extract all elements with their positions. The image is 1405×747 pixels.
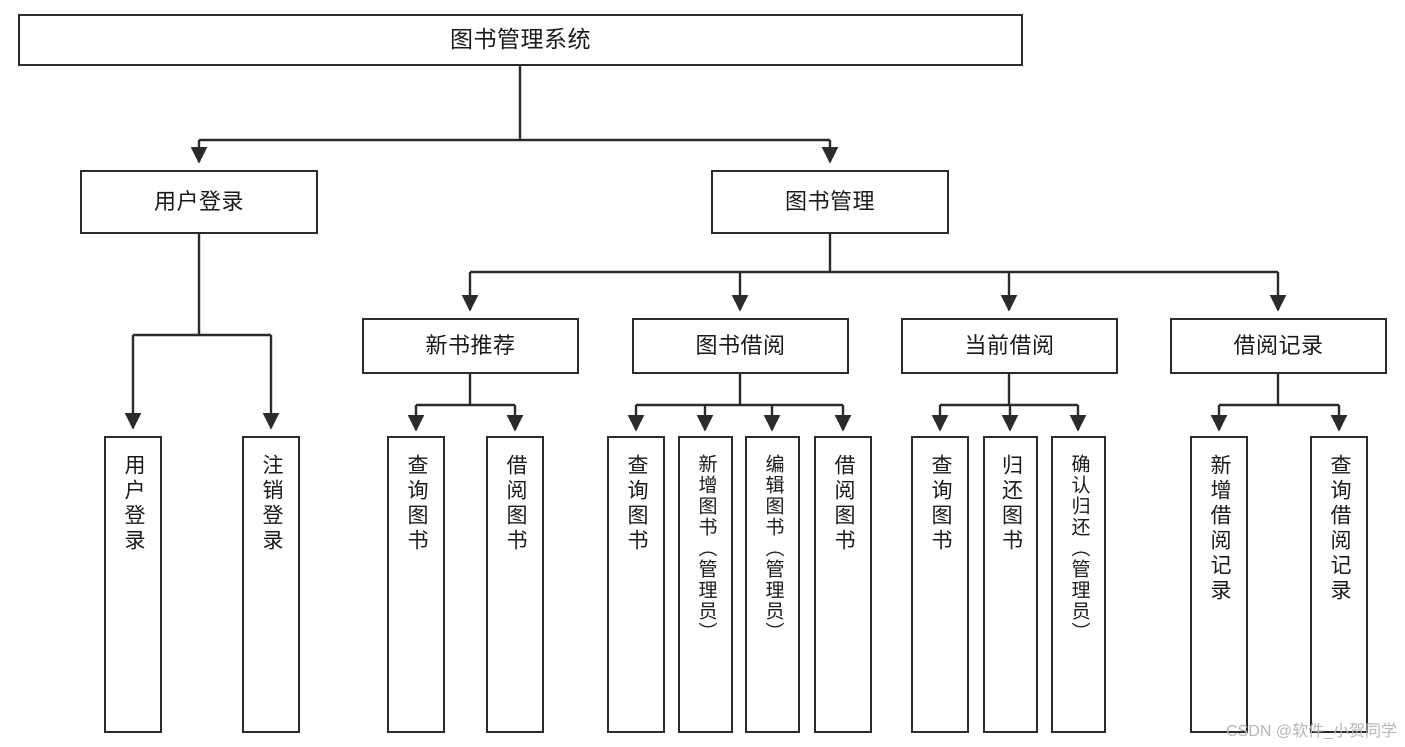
node-leaf-logout-label: 注销登录: [260, 454, 284, 554]
node-current-borrow-label: 当前借阅: [964, 333, 1055, 359]
node-leaf-add-record-label: 新增借阅记录: [1208, 454, 1232, 604]
node-current-borrow[interactable]: 当前借阅: [901, 318, 1118, 374]
node-leaf-query-book-borrow[interactable]: 查询图书: [607, 436, 665, 733]
node-book-manage-label: 图书管理: [784, 189, 875, 215]
node-user-login[interactable]: 用户登录: [80, 170, 318, 234]
node-leaf-borrow-book-rec-label: 借阅图书: [504, 454, 528, 554]
node-leaf-edit-book-label: 编辑图书（管理员）: [762, 454, 784, 643]
watermark-text: CSDN @软件_小贺同学: [1226, 723, 1397, 740]
node-root[interactable]: 图书管理系统: [18, 14, 1023, 66]
node-leaf-query-book-rec-label: 查询图书: [405, 454, 429, 554]
node-leaf-borrow-book-label: 借阅图书: [832, 454, 856, 554]
node-leaf-return-book-label: 归还图书: [999, 454, 1023, 554]
node-leaf-query-book-borrow-label: 查询图书: [625, 454, 649, 554]
node-leaf-query-book-rec[interactable]: 查询图书: [387, 436, 445, 733]
node-leaf-user-login[interactable]: 用户登录: [104, 436, 162, 733]
node-leaf-add-book-label: 新增图书（管理员）: [695, 454, 717, 643]
node-leaf-return-book[interactable]: 归还图书: [983, 436, 1038, 733]
node-leaf-borrow-book-rec[interactable]: 借阅图书: [486, 436, 544, 733]
node-root-label: 图书管理系统: [450, 26, 591, 53]
node-leaf-query-book-cur[interactable]: 查询图书: [911, 436, 969, 733]
node-leaf-query-record[interactable]: 查询借阅记录: [1310, 436, 1368, 733]
node-borrow-record[interactable]: 借阅记录: [1170, 318, 1387, 374]
node-leaf-query-record-label: 查询借阅记录: [1328, 454, 1352, 604]
node-leaf-confirm-return[interactable]: 确认归还（管理员）: [1051, 436, 1106, 733]
node-leaf-borrow-book[interactable]: 借阅图书: [814, 436, 872, 733]
node-leaf-logout[interactable]: 注销登录: [242, 436, 300, 733]
node-new-book-recommend-label: 新书推荐: [425, 333, 516, 359]
node-leaf-query-book-cur-label: 查询图书: [929, 454, 953, 554]
node-leaf-confirm-return-label: 确认归还（管理员）: [1068, 454, 1090, 643]
node-new-book-recommend[interactable]: 新书推荐: [362, 318, 579, 374]
node-leaf-add-book[interactable]: 新增图书（管理员）: [678, 436, 733, 733]
node-borrow-record-label: 借阅记录: [1233, 333, 1324, 359]
node-book-manage[interactable]: 图书管理: [711, 170, 949, 234]
node-user-login-label: 用户登录: [153, 189, 244, 215]
node-leaf-user-login-label: 用户登录: [122, 454, 146, 554]
node-book-borrow-label: 图书借阅: [695, 333, 786, 359]
node-leaf-add-record[interactable]: 新增借阅记录: [1190, 436, 1248, 733]
node-leaf-edit-book[interactable]: 编辑图书（管理员）: [745, 436, 800, 733]
node-book-borrow[interactable]: 图书借阅: [632, 318, 849, 374]
